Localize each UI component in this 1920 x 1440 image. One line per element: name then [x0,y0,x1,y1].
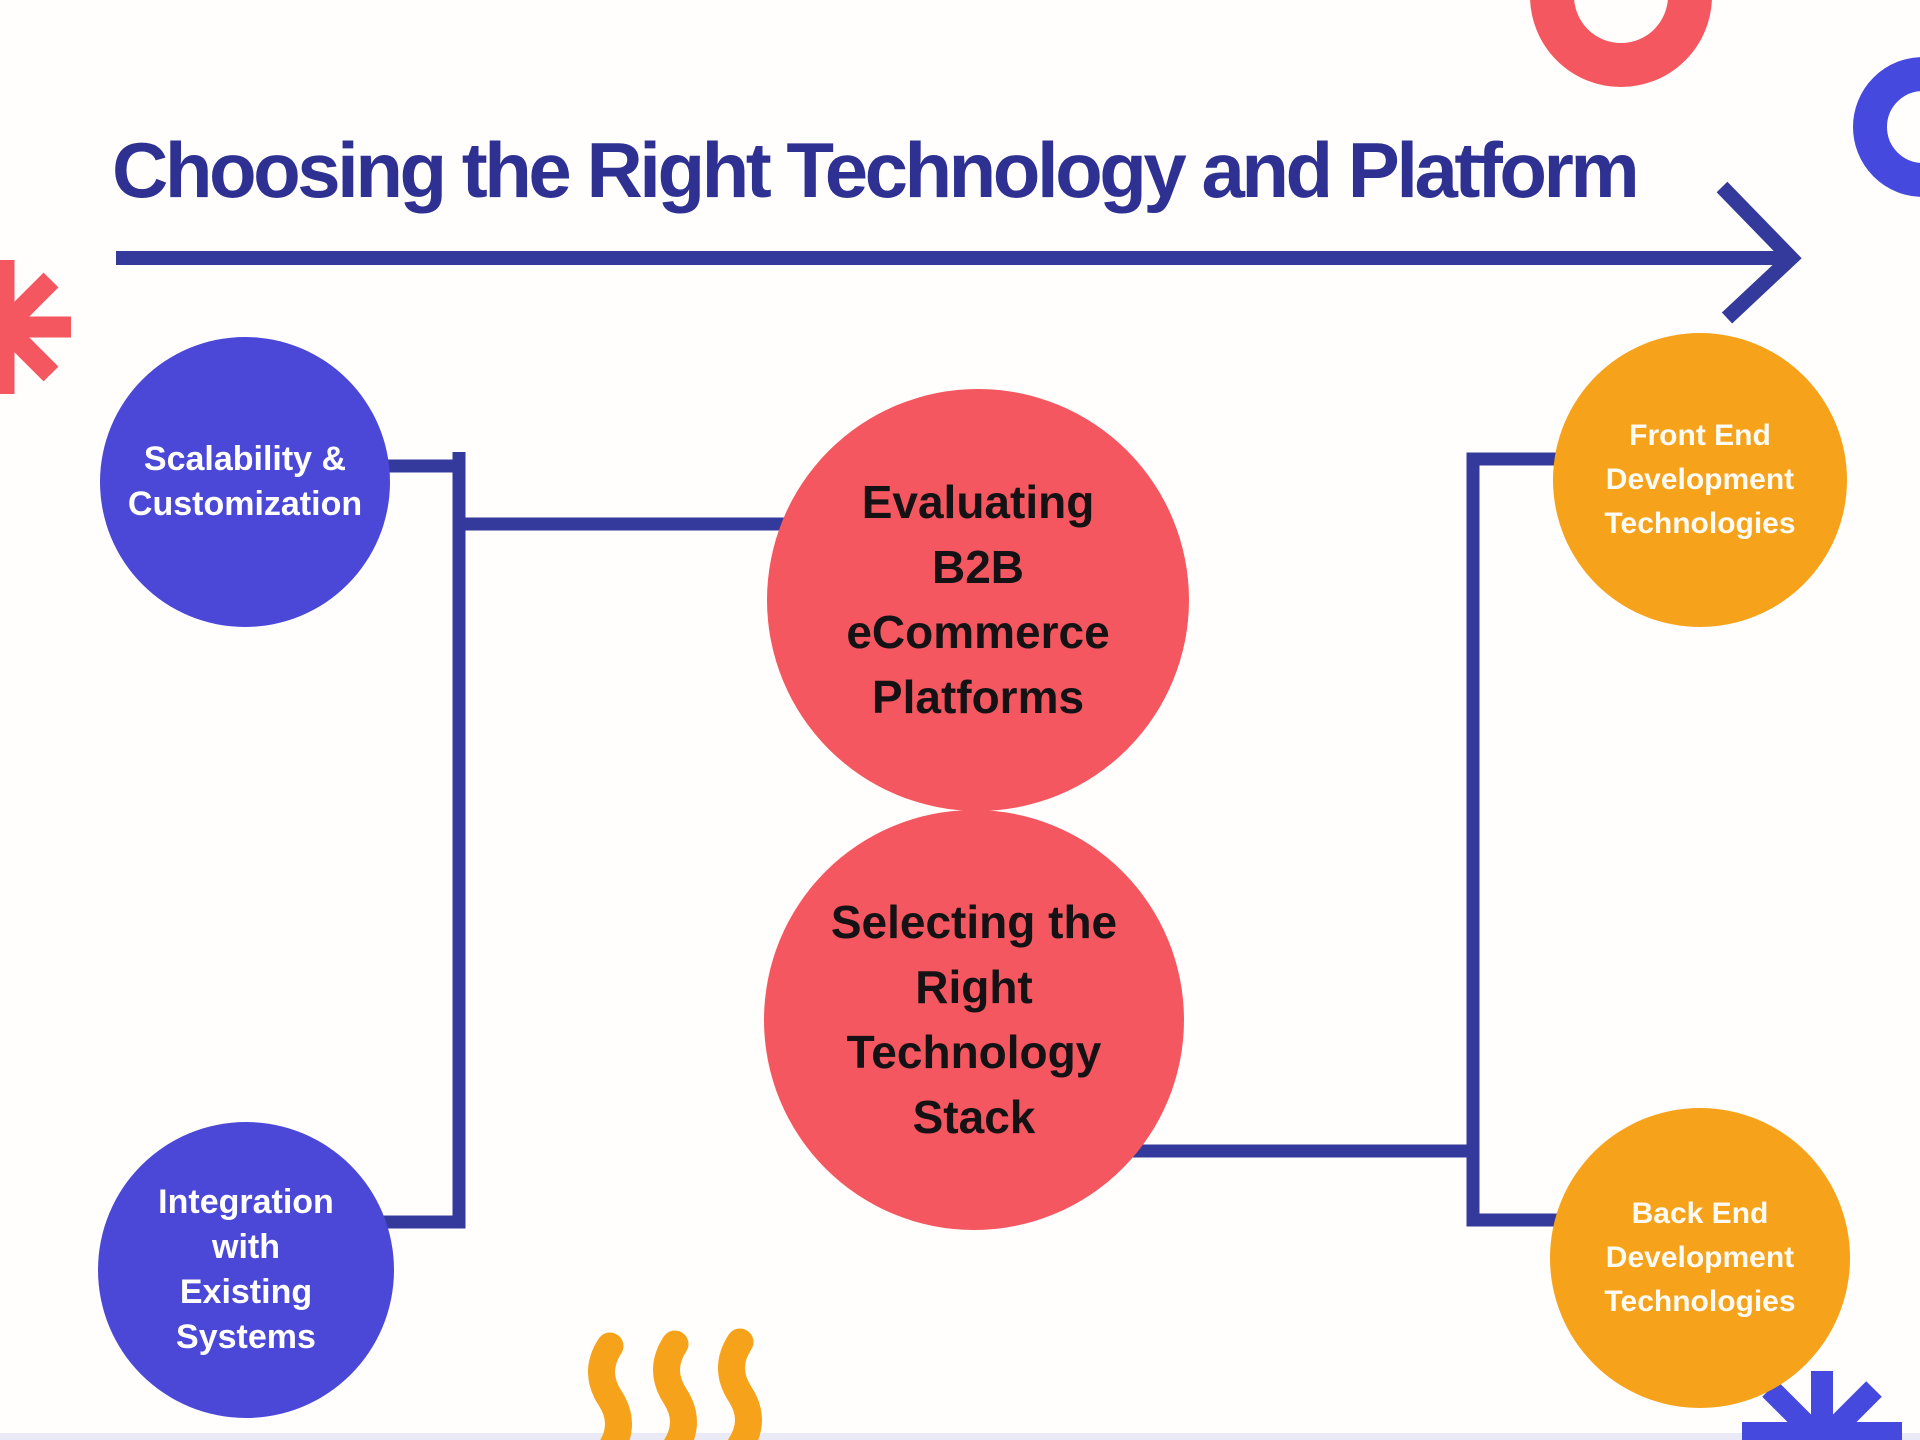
red-ring-icon [1530,0,1712,87]
red-asterisk-icon [0,260,71,394]
node-label: Front End Development Technologies [1604,419,1796,540]
node-scalability-customization: Scalability & Customization [100,337,390,627]
right-connector-lines [1100,452,1590,1227]
blue-ring-icon [1853,57,1920,197]
node-front-end-technologies: Front End Development Technologies [1553,333,1847,627]
node-label: Evaluating B2B eCommerce Platforms [846,476,1110,723]
node-evaluating-b2b-platforms: Evaluating B2B eCommerce Platforms [767,389,1189,811]
blue-asterisk-icon [1742,1371,1902,1440]
left-connector-lines [345,452,810,1229]
node-label: Selecting the Right Technology Stack [830,896,1118,1143]
node-label: Back End Development Technologies [1604,1197,1796,1318]
node-back-end-technologies: Back End Development Technologies [1550,1108,1850,1408]
page-bottom-edge [0,1433,1920,1440]
node-selecting-technology-stack: Selecting the Right Technology Stack [764,810,1184,1230]
right-arrow-icon [116,181,1802,324]
node-label: Integration with Existing Systems [158,1183,334,1356]
node-label: Scalability & Customization [127,440,363,523]
node-integration-existing-systems: Integration with Existing Systems [98,1122,394,1418]
orange-squiggles-icon [588,1328,762,1440]
page-title: Choosing the Right Technology and Platfo… [112,126,1640,214]
